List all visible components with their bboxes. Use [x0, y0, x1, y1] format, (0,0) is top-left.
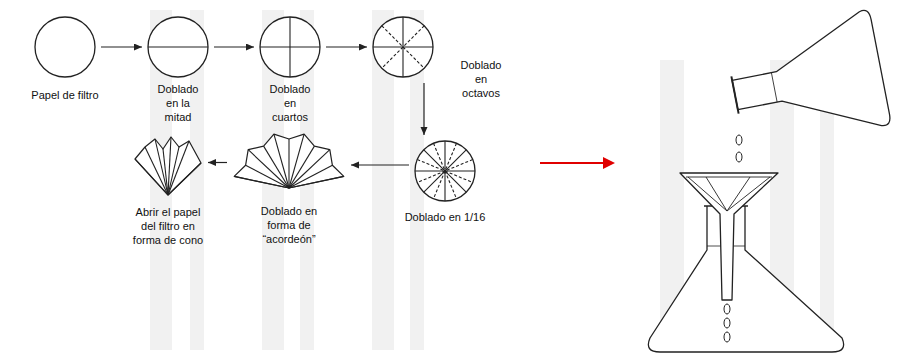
filter-paper-shape: [232, 128, 346, 190]
step-arrow: [208, 162, 227, 163]
step-label: Doblado en 1/16: [395, 210, 495, 224]
step-arrow: [423, 83, 424, 135]
fold-step: Doblado en la mitad: [147, 16, 209, 78]
filter-paper-shape: [133, 135, 203, 197]
filter-paper-shape: [372, 16, 434, 78]
fold-step: Doblado en forma de “acordeón”: [232, 128, 346, 190]
fold-step: Doblado en octavos: [372, 16, 434, 78]
filter-paper-shape: [414, 140, 476, 202]
filter-paper-shape: [259, 16, 321, 78]
fold-step: Doblado en 1/16: [414, 140, 476, 202]
step-label: Doblado en cuartos: [265, 82, 315, 124]
funnel: [680, 173, 778, 300]
step-label: Papel de filtro: [15, 88, 115, 102]
fold-step: Papel de filtro: [34, 16, 96, 78]
step-arrow: [214, 46, 254, 47]
step-label: Abrir el papel del filtro en forma de co…: [129, 205, 207, 247]
erlenmeyer-flask: [648, 206, 843, 352]
step-label: Doblado en octavos: [456, 58, 506, 100]
fold-step: Abrir el papel del filtro en forma de co…: [133, 135, 203, 197]
step-arrow: [101, 46, 142, 47]
filter-paper-shape: [147, 16, 209, 78]
step-label: Doblado en forma de “acordeón”: [256, 204, 322, 246]
watermark: [150, 10, 834, 350]
fold-step: Doblado en cuartos: [259, 16, 321, 78]
red-arrow: [540, 157, 615, 169]
pouring-flask: [724, 9, 892, 152]
step-arrow: [351, 164, 409, 165]
droplets: [724, 135, 742, 342]
filter-paper-shape: [34, 16, 96, 78]
step-arrow: [326, 46, 367, 47]
step-label: Doblado en la mitad: [153, 82, 203, 124]
